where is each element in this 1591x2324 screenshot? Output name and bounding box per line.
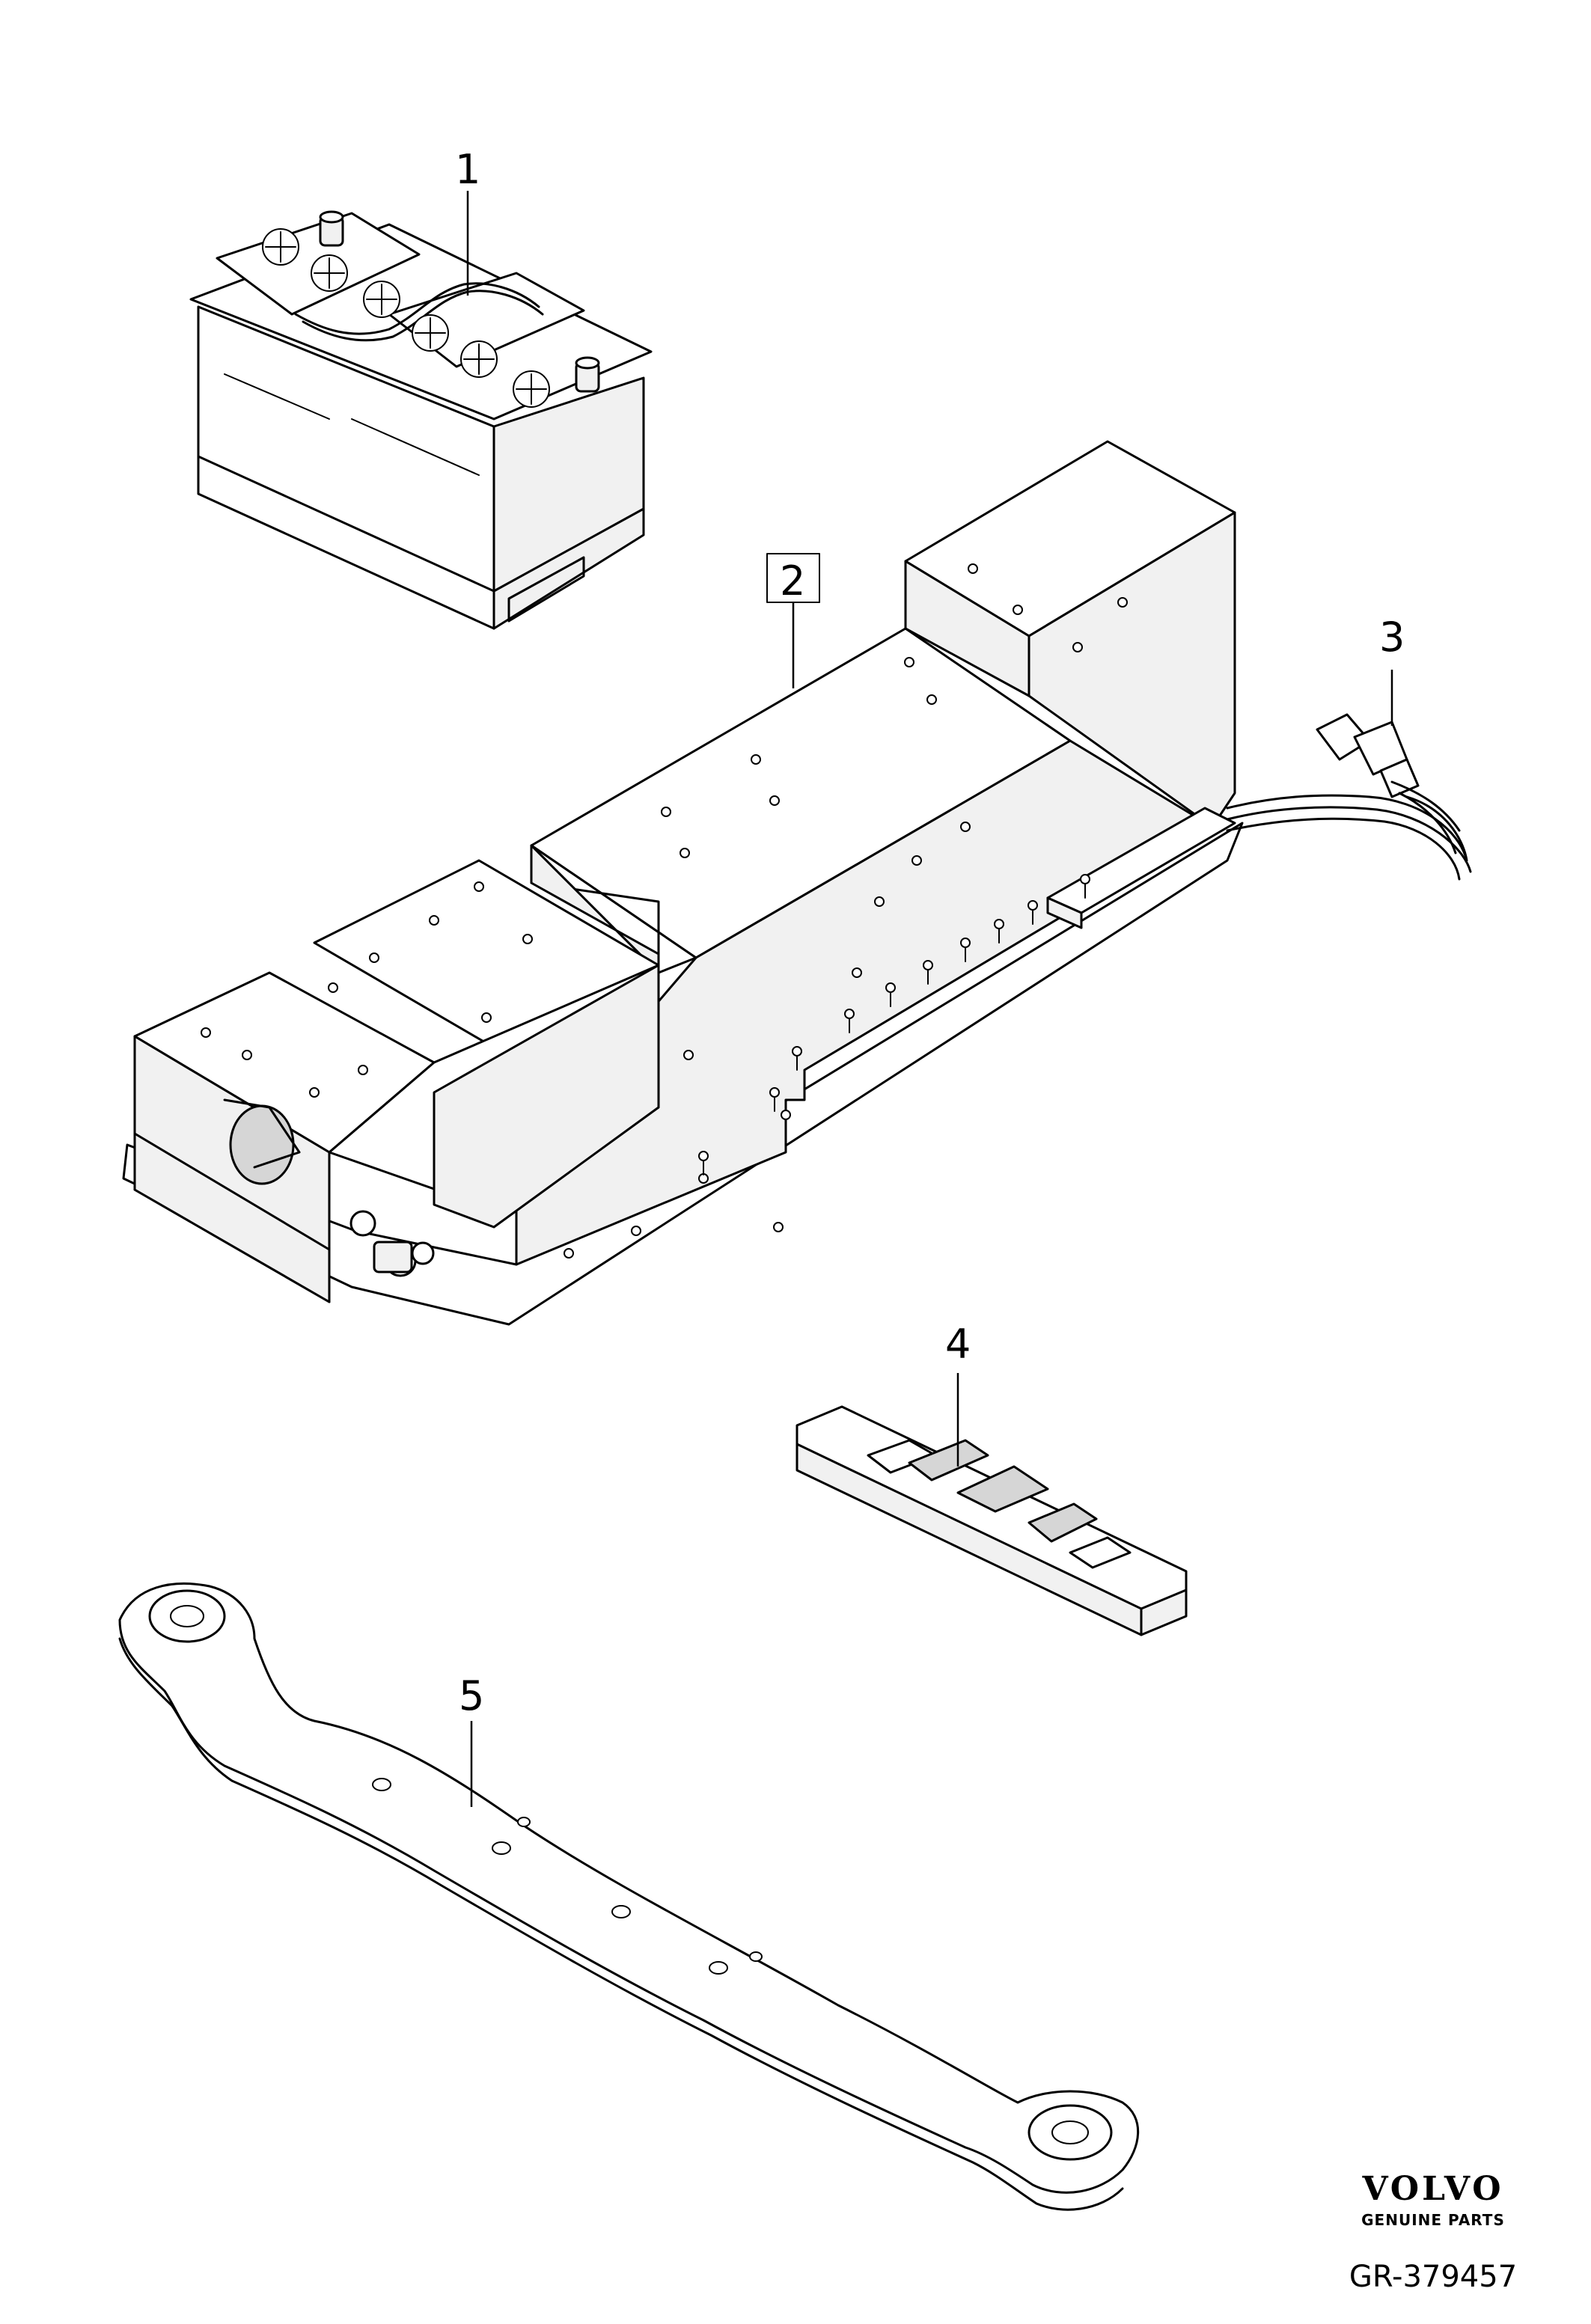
volvo-logo: VOLVO bbox=[1362, 2170, 1504, 2208]
vent-caps bbox=[262, 228, 550, 408]
support-beam-part bbox=[118, 1582, 1140, 2211]
hv-connectors bbox=[349, 1210, 435, 1277]
callout-5: 5 bbox=[459, 1672, 484, 1719]
callout-4: 4 bbox=[945, 1321, 971, 1368]
terminal-posts bbox=[319, 210, 600, 393]
callout-3: 3 bbox=[1379, 614, 1405, 661]
cover-plate-part bbox=[796, 1405, 1188, 1636]
callout-2: 2 bbox=[780, 557, 805, 605]
fastener-holes bbox=[201, 563, 1128, 1259]
callout-1: 1 bbox=[455, 146, 480, 193]
genuine-parts-label: GENUINE PARTS bbox=[1361, 2211, 1505, 2229]
beam-holes bbox=[372, 1778, 763, 1975]
mounting-studs bbox=[698, 874, 1090, 1175]
hybrid-battery-pack bbox=[122, 440, 1244, 1326]
cable-harness bbox=[1226, 713, 1472, 881]
diagram-reference-code: GR-379457 bbox=[1349, 2260, 1518, 2294]
battery-part bbox=[189, 210, 653, 630]
